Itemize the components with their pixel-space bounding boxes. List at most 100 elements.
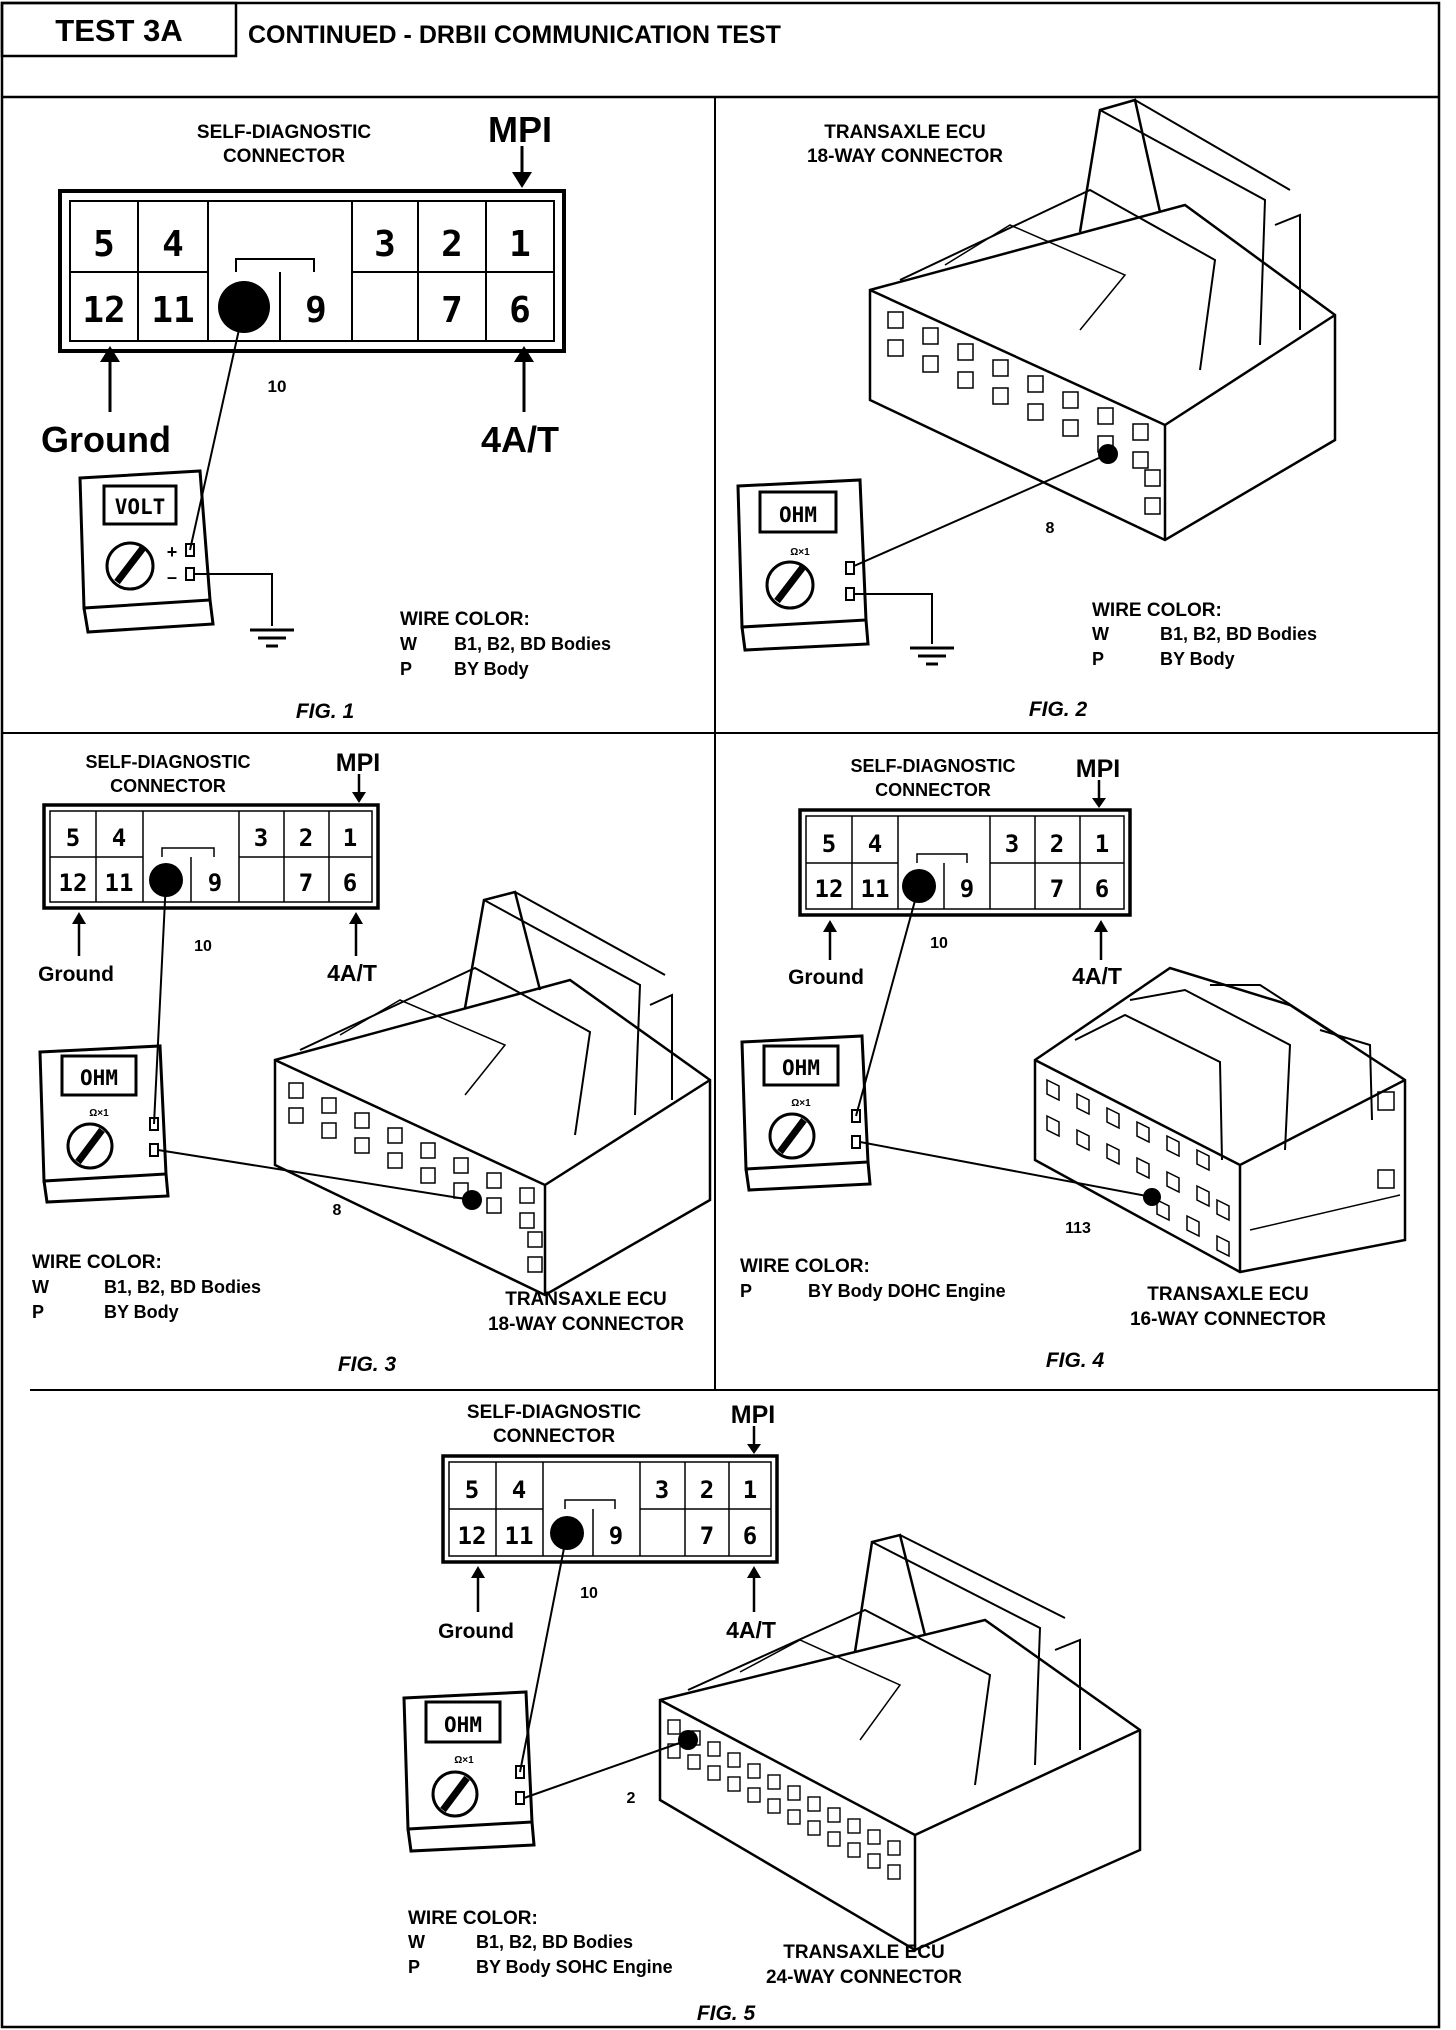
ground-label: Ground	[41, 419, 171, 460]
ohmmeter: OHM Ω×1	[402, 1690, 536, 1853]
ecu-pin-cavities	[887, 311, 1161, 515]
pin-3-label: 3	[374, 224, 396, 265]
mpi-label: MPI	[731, 1401, 775, 1429]
wire-description: B1, B2, BD Bodies	[454, 634, 611, 654]
meter-selector-knob	[431, 1770, 479, 1818]
figure-4: SELF-DIAGNOSTIC CONNECTOR MPI 5 4 3 2 1 …	[740, 755, 1407, 1372]
range-label: Ω×1	[454, 1755, 474, 1766]
positive-jack	[845, 561, 855, 575]
transaxle-ecu-18-way-connector	[273, 890, 712, 1297]
connector-outer-housing	[42, 803, 380, 910]
meter-selector-knob	[765, 560, 815, 610]
positive-test-lead	[153, 879, 167, 1125]
ecu-pin-label: 8	[1046, 520, 1055, 537]
connector-title-line2: CONNECTOR	[875, 780, 991, 800]
connector-title-line1: SELF-DIAGNOSTIC	[197, 122, 371, 143]
pin-4-label: 4	[868, 830, 882, 858]
page-title: CONTINUED - DRBII COMMUNICATION TEST	[248, 21, 781, 49]
ecu-title-line2: 18-WAY CONNECTOR	[807, 146, 1003, 167]
positive-test-lead	[855, 885, 920, 1117]
4at-label: 4A/T	[481, 419, 559, 460]
ohmmeter-display-text: OHM	[80, 1066, 118, 1090]
ecu-pin-label: 2	[627, 1790, 636, 1807]
connector-title-line2: CONNECTOR	[110, 776, 226, 796]
ground-symbol	[910, 646, 954, 666]
negative-test-lead	[523, 1739, 689, 1799]
pin-12-label: 12	[815, 875, 844, 903]
ecu-title-line1: TRANSAXLE ECU	[1147, 1284, 1309, 1305]
pin-7-label: 7	[700, 1522, 714, 1550]
self-diagnostic-connector: SELF-DIAGNOSTIC CONNECTOR MPI 5 4 3 2 1 …	[438, 1401, 779, 1643]
positive-jack	[515, 1765, 525, 1779]
negative-test-lead	[194, 573, 273, 626]
connector-title-line2: CONNECTOR	[223, 146, 345, 167]
wire-code: W	[1092, 624, 1109, 644]
pin-11-label: 11	[505, 1522, 534, 1550]
pin-12-label: 12	[59, 869, 88, 897]
wire-description: B1, B2, BD Bodies	[104, 1277, 261, 1297]
ohmmeter: OHM Ω×1	[38, 1044, 170, 1204]
4at-label: 4A/T	[327, 960, 377, 986]
test-label: TEST 3A	[55, 13, 182, 48]
voltmeter-display-text: VOLT	[115, 495, 166, 519]
connector-key-notch	[235, 258, 315, 272]
pin-7-label: 7	[299, 869, 313, 897]
pin-4-label: 4	[512, 1476, 526, 1504]
wire-code: P	[32, 1302, 44, 1322]
ecu-pin-cavities	[667, 1719, 901, 1880]
wire-code: W	[408, 1932, 425, 1952]
minus-label: –	[167, 567, 177, 587]
pin-5-label: 5	[822, 830, 836, 858]
range-label: Ω×1	[791, 1098, 811, 1109]
pin-12-label: 12	[458, 1522, 487, 1550]
wire-color-heading: WIRE COLOR:	[400, 609, 530, 630]
wire-code: W	[32, 1277, 49, 1297]
negative-test-lead	[157, 1149, 473, 1201]
figure-3-caption: FIG. 3	[338, 1353, 397, 1376]
connector-title-line1: SELF-DIAGNOSTIC	[86, 752, 251, 772]
ohmmeter: OHM Ω×1	[740, 1034, 872, 1192]
connector-title-line1: SELF-DIAGNOSTIC	[851, 756, 1016, 776]
pin-11-label: 11	[105, 869, 134, 897]
ecu-title-line2: 18-WAY CONNECTOR	[488, 1314, 684, 1335]
transaxle-ecu-24-way-connector	[658, 1533, 1142, 1952]
pin-1-label: 1	[509, 224, 531, 265]
wire-code: P	[408, 1957, 420, 1977]
ecu-pin-label: 113	[1065, 1220, 1091, 1237]
connector-outer-housing	[798, 808, 1132, 917]
figure-1: SELF-DIAGNOSTIC CONNECTOR MPI 5 4 3 2 1 …	[41, 109, 611, 723]
pin-1-label: 1	[743, 1476, 757, 1504]
pin-9-label: 9	[960, 875, 974, 903]
4at-label: 4A/T	[726, 1617, 776, 1643]
pin-11-label: 11	[861, 875, 890, 903]
negative-jack	[149, 1143, 159, 1157]
pin-10-label: 10	[194, 938, 212, 955]
pin-6-label: 6	[509, 290, 531, 331]
ohmmeter-display	[758, 490, 838, 534]
wire-description: B1, B2, BD Bodies	[1160, 624, 1317, 644]
pin-3-label: 3	[655, 1476, 669, 1504]
range-label: Ω×1	[89, 1108, 109, 1119]
pin-5-label: 5	[93, 224, 115, 265]
ecu-title-line1: TRANSAXLE ECU	[505, 1289, 667, 1310]
voltmeter-display	[102, 484, 178, 526]
ohmmeter-display	[60, 1054, 138, 1097]
ecu-title-line2: 24-WAY CONNECTOR	[766, 1967, 962, 1988]
wire-description: BY Body	[104, 1302, 179, 1322]
figure-5-caption: FIG. 5	[697, 2002, 756, 2025]
ohmmeter-display-text: OHM	[444, 1713, 482, 1737]
pin-7-label: 7	[441, 290, 463, 331]
self-diagnostic-connector: SELF-DIAGNOSTIC CONNECTOR MPI 5 4 3 2 1 …	[38, 749, 380, 986]
meter-selector-knob	[768, 1112, 816, 1160]
pin-4-label: 4	[112, 824, 126, 852]
positive-jack	[851, 1109, 861, 1123]
figure-3: SELF-DIAGNOSTIC CONNECTOR MPI 5 4 3 2 1 …	[32, 749, 712, 1376]
4at-label: 4A/T	[1072, 963, 1122, 989]
connector-outer-housing	[441, 1454, 779, 1564]
pin-2-label: 2	[700, 1476, 714, 1504]
wire-code: P	[1092, 649, 1104, 669]
mpi-label: MPI	[1076, 755, 1120, 783]
